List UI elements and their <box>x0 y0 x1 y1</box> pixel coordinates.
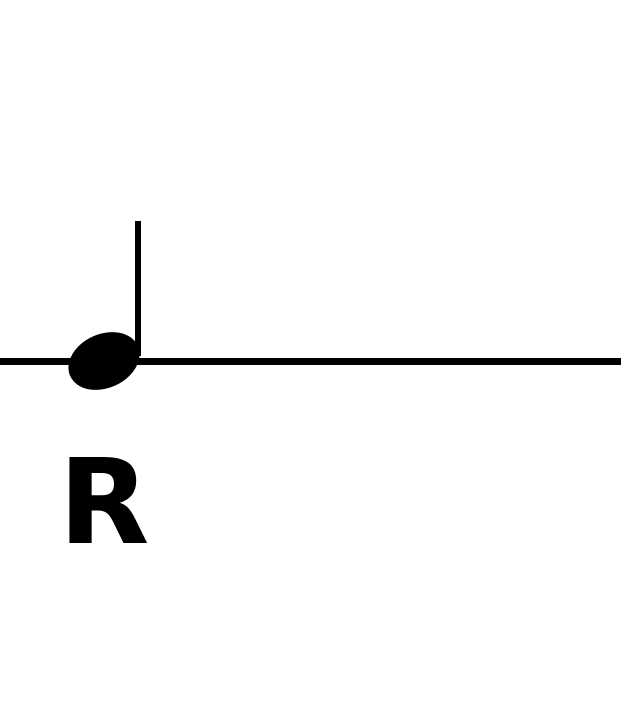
note-label: R <box>59 433 150 571</box>
note-head <box>68 332 140 390</box>
